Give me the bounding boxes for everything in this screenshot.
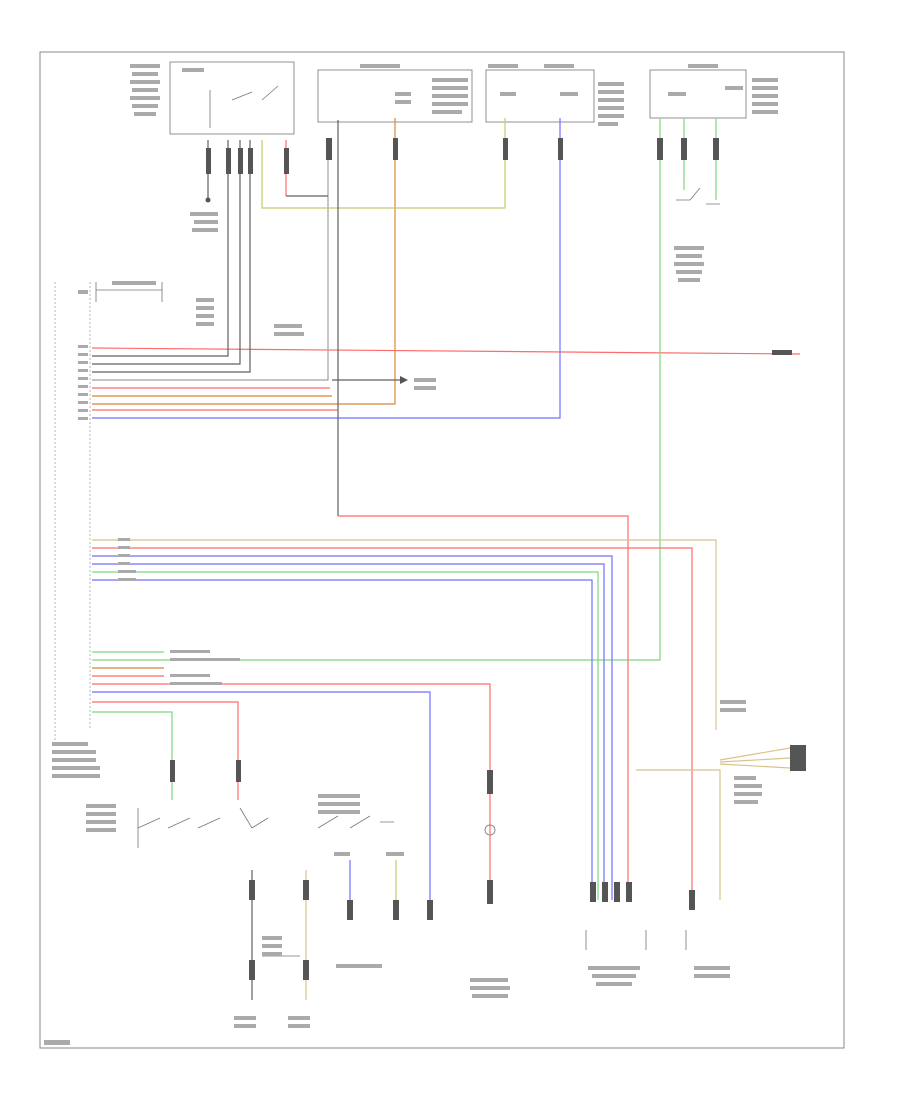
wires-brake	[92, 118, 719, 661]
page-ref-mark	[44, 1040, 70, 1045]
ignition-relay-box	[130, 61, 295, 135]
right-connector	[636, 700, 806, 900]
wires-top	[91, 118, 801, 419]
ground-points	[234, 870, 310, 1028]
fuse-block-2	[485, 64, 624, 126]
junction-block-1	[317, 64, 473, 123]
diagram-frame	[39, 51, 845, 1049]
brake-switch	[674, 187, 720, 282]
sensor-group-right	[585, 882, 730, 986]
ecm-pins-group-1	[78, 345, 88, 420]
wires-lower	[92, 650, 491, 900]
fuse-block-3	[649, 64, 778, 119]
wires-middle	[92, 538, 717, 900]
cruise-switch	[86, 760, 269, 848]
ecm-block	[52, 281, 214, 778]
neutral-switch	[317, 794, 404, 968]
wire-red-loop	[337, 120, 629, 900]
vehicle-speed-sensor	[347, 770, 510, 998]
